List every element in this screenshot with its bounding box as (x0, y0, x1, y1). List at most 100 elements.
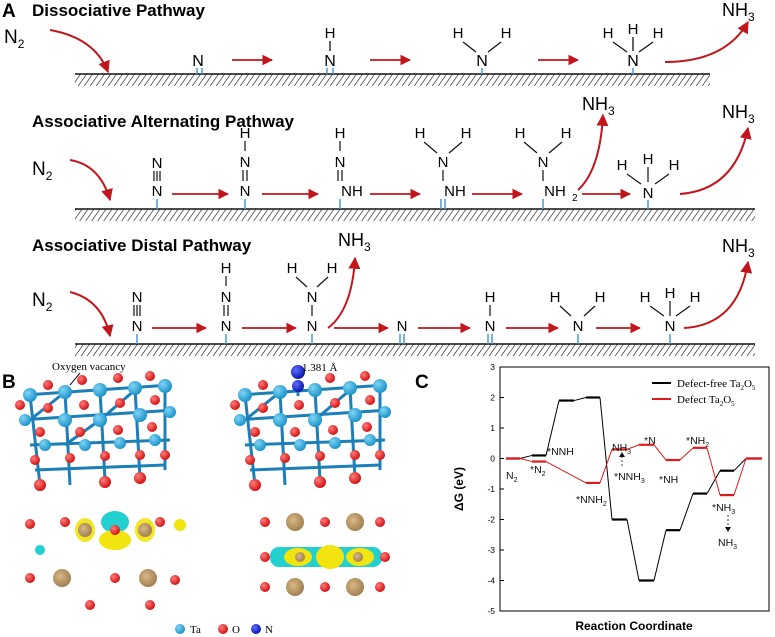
oxygen-vacancy-label: Oxygen vacancy (52, 361, 126, 373)
annotation-star-nnh3: *NNH3 (614, 471, 645, 485)
energy-connector (599, 449, 613, 484)
energy-connector (626, 519, 640, 581)
svg-text:H: H (665, 285, 676, 302)
dist-nnh: H N N (221, 260, 232, 344)
x-axis-label: Reaction Coordinate (575, 619, 693, 633)
svg-text:H: H (240, 125, 251, 142)
series-defect (506, 443, 762, 497)
svg-text:H: H (617, 157, 628, 174)
element-legend: Ta O N (175, 624, 273, 636)
svg-text:N: N (573, 318, 584, 335)
charge-density-right (260, 513, 390, 596)
svg-text:N: N (152, 155, 163, 172)
svg-text:N: N (192, 53, 204, 70)
alt-desorption-arrow (679, 126, 752, 195)
svg-text:N: N (643, 185, 654, 202)
y-axis-label: ΔG (eV) (452, 467, 466, 511)
dissoc-nh3: H H H N (603, 21, 664, 74)
y-tick-label: 1 (490, 423, 495, 433)
alt-n2-adsorbed: N N (152, 155, 163, 209)
svg-text:N: N (132, 289, 143, 306)
svg-text:N: N (397, 318, 408, 335)
legend-defect-free-label: Defect-free Ta2O5 (677, 378, 756, 392)
y-tick-label: -2 (487, 515, 495, 525)
svg-text:H: H (515, 125, 526, 142)
y-tick-label: 3 (490, 362, 495, 372)
alt-mid-desorption-arrow (577, 113, 609, 191)
dissoc-nh: H N (324, 25, 336, 74)
svg-text:NH: NH (544, 183, 566, 200)
dissociative-adsorption-arrow (49, 29, 110, 74)
distal-title: Associative Distal Pathway (32, 236, 252, 255)
energy-connector (679, 447, 694, 461)
energy-connector (599, 397, 613, 520)
legend-defect-label: Defect Ta2O5 (677, 394, 735, 408)
alternating-adsorption-arrow (69, 159, 113, 202)
energy-connector (653, 530, 667, 581)
alt-nnh: H N N (240, 125, 251, 209)
svg-text:H: H (327, 260, 338, 277)
energy-connector (706, 447, 721, 496)
svg-text:N: N (335, 154, 346, 171)
dissoc-nh2: H H N (453, 25, 511, 74)
alternating-title: Associative Alternating Pathway (32, 112, 295, 131)
dissoc-desorption-arrow (664, 20, 749, 63)
y-tick-label: -5 (487, 606, 495, 616)
distal-surface (75, 344, 755, 356)
energy-connector (519, 458, 533, 463)
svg-text:H: H (640, 289, 651, 306)
svg-text:H: H (595, 289, 606, 306)
svg-text:N: N (307, 318, 318, 335)
svg-text:H: H (653, 25, 664, 42)
alt-nh2nh: H H N NH (415, 125, 471, 209)
svg-text:NH: NH (444, 183, 466, 200)
legend-ta-swatch (175, 624, 185, 634)
y-tick-label: 2 (490, 393, 495, 403)
annotation-star-nh3: *NH3 (712, 502, 735, 516)
bond-length-label: 1.381 Å (302, 362, 338, 374)
dissociative-surface (75, 74, 710, 86)
svg-text:N: N (307, 289, 318, 306)
defect-atoms (230, 365, 391, 491)
y-tick-label: 0 (490, 454, 495, 464)
dist-n2-adsorbed: N N (132, 289, 143, 344)
dissociative-n2-label: N2 (4, 27, 25, 51)
energy-connector (545, 400, 560, 456)
dist-desorption-arrow (683, 260, 753, 329)
annotation-star-nh: *NH (659, 474, 678, 486)
svg-text:N: N (324, 53, 336, 70)
legend-o-label: O (232, 624, 240, 636)
legend-n-label: N (265, 624, 273, 636)
svg-text:N: N (221, 289, 232, 306)
svg-text:2: 2 (572, 193, 578, 204)
svg-text:N: N (538, 154, 549, 171)
svg-text:N: N (152, 183, 163, 200)
defect-free-atoms (15, 371, 176, 491)
legend-n-swatch (251, 624, 261, 634)
energy-connector (573, 397, 587, 402)
y-tick-label: -4 (487, 576, 495, 586)
energy-connector (653, 444, 667, 461)
annotation-star-n: *N (644, 435, 656, 447)
annotation-star-nh2: *NH2 (686, 435, 709, 449)
energy-connector (545, 461, 587, 484)
panel-a: A Dissociative Pathway N2 N H N (2, 0, 755, 356)
dissoc-product-label: NH3 (722, 0, 755, 24)
energy-connector (733, 458, 747, 496)
svg-text:N: N (485, 318, 496, 335)
energy-connector (679, 493, 694, 531)
distal-n2-label: N2 (32, 290, 53, 314)
svg-text:H: H (453, 25, 464, 42)
svg-text:H: H (221, 260, 232, 277)
dist-nh3: H H H N (640, 285, 700, 344)
legend-o-swatch (218, 624, 228, 634)
svg-text:H: H (415, 125, 426, 142)
svg-text:H: H (325, 25, 336, 42)
charge-density-left (25, 511, 186, 610)
dist-n: N (397, 318, 408, 344)
dist-mid-nh3-label: NH3 (338, 230, 371, 254)
dist-nh2: H H N (550, 289, 606, 344)
y-tick-label: -3 (487, 545, 495, 555)
energy-connector (733, 458, 747, 472)
